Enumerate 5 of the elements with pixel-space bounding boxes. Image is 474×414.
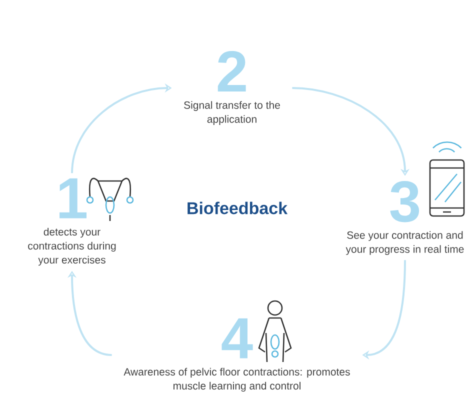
step-text: 3 See your contraction and your progress in real time [346, 181, 464, 255]
step-text: 4 Awareness of pelvic floor contractions: promotes muscle learning and control [124, 318, 350, 392]
step-text: 1 detects your contractions during your exercises [28, 178, 116, 266]
step-text: 2 Signal transfer to the application [184, 51, 280, 125]
title: Biofeedback [188, 202, 288, 214]
